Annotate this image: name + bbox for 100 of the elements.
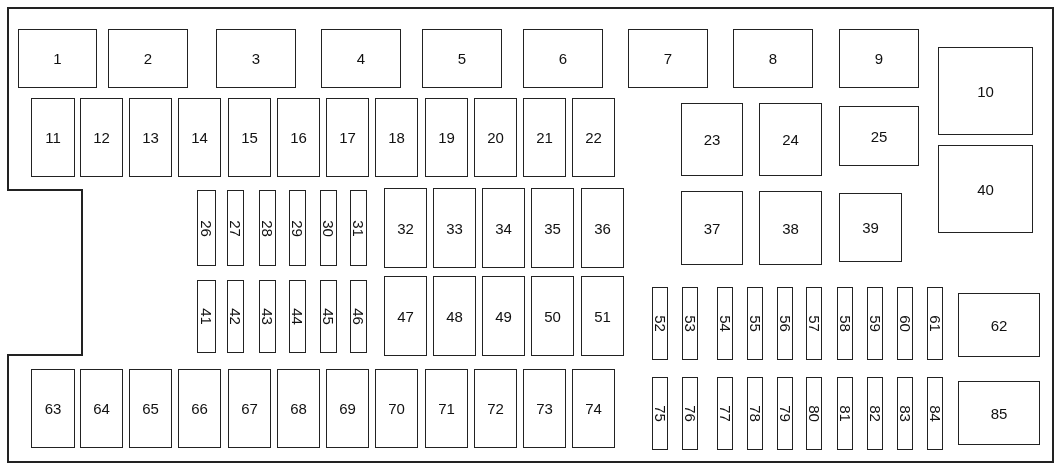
fuse-slot (837, 377, 853, 450)
fuse-number: 42 (228, 308, 243, 325)
fuse-box-slot (129, 369, 172, 448)
fuse-number: 84 (927, 405, 943, 422)
fuse-number: 10 (977, 83, 994, 99)
fuse-slot (717, 287, 733, 360)
fuse-box-slot (581, 188, 624, 268)
fuse-box-slot (839, 29, 919, 88)
fuse-box-slot (681, 191, 743, 265)
fuse-box-slot (375, 369, 418, 448)
fuse-number: 29 (290, 219, 305, 237)
fuse-number: 52 (652, 315, 668, 332)
fuse-box-slot (938, 145, 1033, 233)
fuse-number: 17 (339, 130, 356, 145)
fuse-box-slot (474, 98, 517, 177)
fuse-number: 40 (977, 181, 994, 197)
fuse-number: 44 (290, 308, 305, 325)
fuse-slot (350, 280, 367, 353)
fuse-box-slot (108, 29, 188, 88)
fuse-box-slot (31, 98, 75, 177)
fuse-box-slot (277, 369, 320, 448)
fuse-number: 60 (897, 315, 913, 332)
fuse-number: 1 (53, 51, 62, 66)
fuse-slot (259, 190, 276, 266)
fuse-number: 77 (717, 405, 733, 422)
fuse-box-slot (326, 98, 369, 177)
fuse-number: 65 (142, 401, 159, 416)
fuse-number: 66 (191, 401, 208, 416)
fuse-number: 33 (446, 220, 463, 236)
fuse-number: 59 (867, 315, 883, 332)
fuse-number: 75 (652, 405, 668, 422)
fuse-box-slot (474, 369, 517, 448)
fuse-box-slot (384, 276, 427, 356)
fuse-box-slot (326, 369, 369, 448)
fuse-number: 55 (747, 315, 763, 332)
fuse-number: 49 (495, 308, 512, 324)
fuse-number: 82 (867, 405, 883, 422)
fuse-number: 25 (870, 128, 888, 144)
fuse-number: 63 (44, 401, 62, 416)
fuse-number: 45 (321, 308, 336, 325)
fuse-box-slot (80, 98, 123, 177)
fuse-box-slot (18, 29, 97, 88)
fuse-slot (350, 190, 367, 266)
fuse-number: 35 (544, 220, 561, 236)
fuse-box-slot (321, 29, 401, 88)
fuse-number: 71 (438, 401, 455, 416)
fuse-box-slot (277, 98, 320, 177)
fuse-box-slot (178, 98, 221, 177)
fuse-box-slot (581, 276, 624, 356)
fuse-number: 16 (290, 130, 307, 145)
fuse-number: 19 (438, 130, 455, 145)
fuse-number: 85 (990, 405, 1008, 421)
fuse-number: 54 (717, 315, 733, 332)
fuse-number: 39 (862, 220, 879, 235)
fuse-number: 31 (351, 219, 366, 237)
fuse-slot (837, 287, 853, 360)
fuse-number: 67 (241, 401, 258, 416)
fuse-box-slot (759, 191, 822, 265)
fuse-number: 81 (837, 405, 853, 422)
fuse-number: 21 (536, 130, 553, 145)
fuse-number: 76 (682, 405, 698, 422)
fuse-slot (682, 377, 698, 450)
fuse-slot (320, 190, 337, 266)
fuse-slot (867, 377, 883, 450)
fuse-box-slot (425, 98, 468, 177)
fuse-slot (652, 377, 668, 450)
fuse-slot (747, 377, 763, 450)
fuse-number: 13 (142, 130, 159, 145)
fuse-number: 38 (782, 220, 799, 236)
fuse-box-slot (572, 369, 615, 448)
fuse-slot (717, 377, 733, 450)
fuse-box-slot (938, 47, 1033, 135)
fuse-slot (867, 287, 883, 360)
fuse-box-slot (681, 103, 743, 176)
fuse-number: 18 (388, 130, 405, 145)
fuse-box-slot (572, 98, 615, 177)
fuse-box-slot (178, 369, 221, 448)
fuse-slot (320, 280, 337, 353)
fuse-number: 27 (228, 219, 243, 237)
fuse-number: 12 (93, 130, 110, 145)
fuse-box-slot (425, 369, 468, 448)
fuse-number: 30 (321, 219, 336, 237)
fuse-slot (197, 280, 216, 353)
fuse-number: 23 (703, 132, 721, 147)
fuse-number: 80 (806, 405, 822, 422)
fuse-number: 32 (397, 220, 414, 236)
fuse-number: 9 (874, 51, 884, 66)
fuse-slot (227, 280, 244, 353)
fuse-number: 2 (143, 51, 153, 66)
fuse-number: 64 (93, 401, 110, 416)
fuse-number: 15 (241, 130, 258, 145)
fuse-number: 56 (777, 315, 793, 332)
fuse-box-slot (433, 188, 476, 268)
fuse-box-slot (733, 29, 813, 88)
fuse-box-slot (375, 98, 418, 177)
fuse-number: 5 (457, 51, 467, 66)
fuse-box-slot (433, 276, 476, 356)
fuse-slot (806, 377, 822, 450)
fuse-slot (927, 377, 943, 450)
fuse-box-slot (80, 369, 123, 448)
